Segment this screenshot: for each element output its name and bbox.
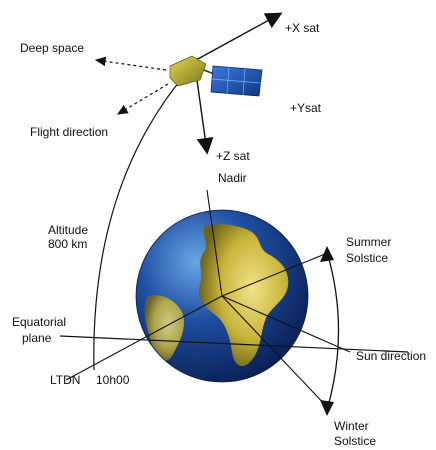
nadir-label: Nadir [218,171,247,185]
equatorial-plane-label: plane [22,331,52,345]
altitude-label: Altitude [48,223,88,237]
equatorial-label: Equatorial [12,315,66,329]
sun-direction-line [221,295,351,353]
satellite-body [169,55,207,87]
satellite [169,55,263,97]
z-sat-label: +Z sat [216,149,250,163]
winter-solstice-arrowhead [320,400,334,416]
equatorial-plane-line [59,335,409,353]
orbit-arc [93,76,184,371]
solar-panel [210,65,263,97]
flight-direction-label: Flight direction [30,125,108,139]
summer-label: Summer [346,235,391,249]
equatorial-plane-diagonal-left [65,295,223,381]
winter-label: Winter [334,419,369,433]
deep-space-label: Deep space [20,41,84,55]
ltdn-label: LTDN [50,373,80,387]
winter-solstice-line [221,295,331,411]
ltdn-time-label: 10h00 [96,373,130,387]
africa-landmass [198,224,289,367]
y-sat-label: +Ysat [290,101,322,115]
winter-solstice-label: Solstice [334,434,376,448]
x-sat-label: +X sat [285,21,320,35]
x-sat-arrow [195,12,283,61]
z-sat-arrow [196,79,214,155]
deep-space-arrow [94,56,167,71]
earth-axis-line [206,189,223,297]
solstice-double-arrow [326,251,340,411]
altitude-value-label: 800 km [48,237,87,251]
flight-direction-arrow [116,83,169,115]
summer-solstice-arrowhead [320,246,334,262]
equatorial-plane-diagonal-right [221,251,331,297]
summer-solstice-label: Solstice [346,251,388,265]
south-america-landmass [144,294,185,361]
sun-direction-label: Sun direction [356,349,426,363]
